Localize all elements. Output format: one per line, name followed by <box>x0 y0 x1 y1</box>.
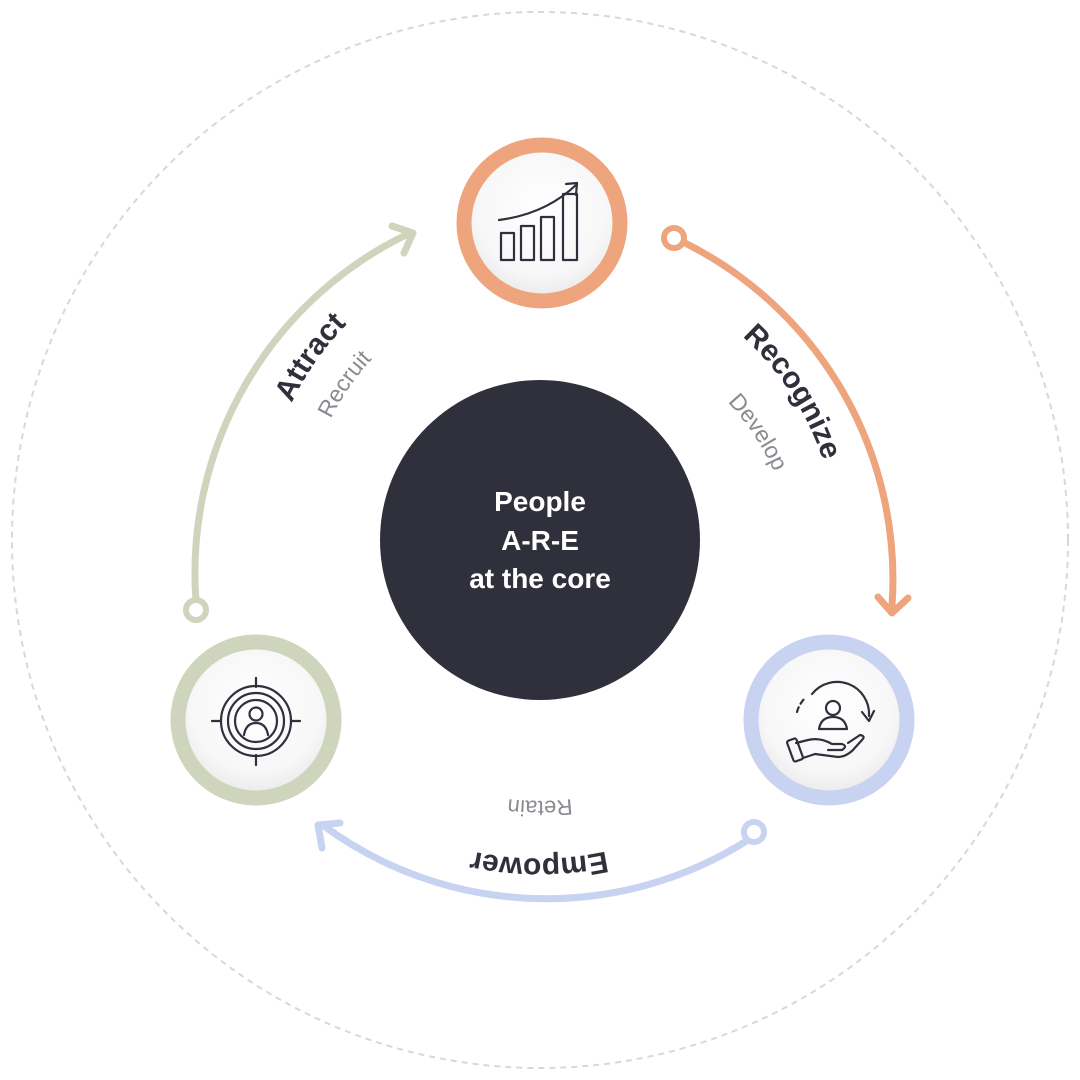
core-line-1: People <box>494 486 586 517</box>
growth-chart-icon <box>497 181 579 262</box>
attract-arrow-start-dot <box>183 597 209 623</box>
empower-arrow <box>314 819 767 903</box>
core-circle: People A-R-E at the core <box>380 380 700 700</box>
recognize-sublabel: Develop <box>724 388 793 474</box>
core-line-3: at the core <box>469 563 611 594</box>
empower-label: Empower <box>467 844 611 884</box>
recognize-arrow <box>661 225 912 617</box>
empower-node <box>743 634 915 806</box>
core-line-2: A-R-E <box>501 525 579 556</box>
outer-dashed-ring <box>11 11 1069 1069</box>
recognize-node <box>456 137 628 309</box>
recognize-arrow-start-dot <box>661 225 687 251</box>
target-person-icon <box>210 676 302 767</box>
attract-node <box>170 634 342 806</box>
empower-sublabel: Retain <box>506 794 573 821</box>
hand-person-cycle-icon <box>786 680 876 763</box>
empower-arrow-start-dot <box>741 819 767 845</box>
attract-arrow <box>183 222 417 623</box>
